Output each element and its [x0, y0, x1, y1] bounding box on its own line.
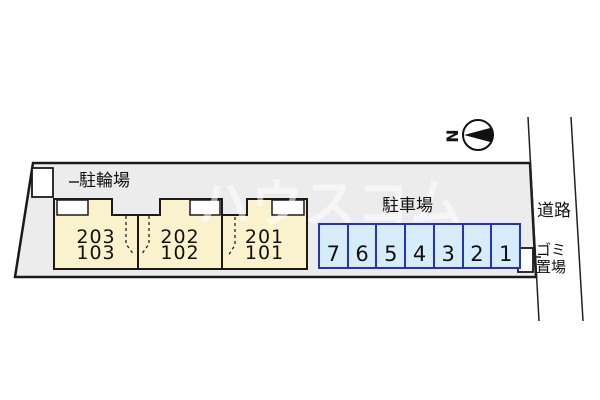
unit-number-lower: 103 — [76, 242, 116, 264]
north-compass: N — [443, 119, 494, 151]
stall-number: 4 — [412, 242, 427, 266]
stall-number: 5 — [384, 242, 398, 266]
building-unit-201-101 — [221, 198, 308, 270]
unit-label-202-102: 202 102 — [138, 221, 222, 269]
unit-label-201-101: 201 101 — [222, 221, 307, 269]
unit-number-lower: 101 — [244, 242, 285, 264]
stall-number: 3 — [441, 242, 455, 266]
stall-number: 2 — [470, 242, 484, 266]
bicycle-parking-label: 駐輪場 — [79, 171, 130, 191]
parking-stall-2: 2 — [461, 223, 493, 269]
parking-stall-4: 4 — [404, 223, 435, 269]
car-parking-label: 駐車場 — [382, 196, 433, 216]
parking-stall-3: 3 — [432, 223, 464, 269]
roof-inset-2 — [189, 199, 221, 216]
stall-number: 1 — [498, 242, 513, 266]
garbage-area-label: ゴミ 置場 — [536, 242, 566, 276]
building-unit-202-102 — [137, 198, 223, 270]
unit-number-lower: 102 — [160, 242, 200, 264]
parking-stall-5: 5 — [375, 223, 407, 269]
garbage-label-line2: 置場 — [536, 258, 567, 276]
entrance-dashed-1a — [125, 216, 135, 256]
unit-number-upper: 201 — [244, 226, 285, 248]
parking-stall-7: 7 — [318, 223, 349, 269]
stall-number: 6 — [355, 242, 369, 266]
unit-label-203-103: 203 103 — [54, 221, 138, 269]
compass-arrow-icon — [464, 127, 492, 143]
parking-stall-1: 1 — [490, 223, 522, 269]
compass-north-letter: N — [443, 129, 462, 142]
roof-inset-3 — [271, 199, 305, 216]
road-edge-left — [527, 116, 540, 322]
parking-stall-6: 6 — [346, 223, 378, 269]
parking-stall-row: 7 6 5 4 3 2 1 — [318, 223, 522, 269]
unit-number-upper: 203 — [76, 226, 116, 248]
garbage-label-line1: ゴミ — [536, 241, 567, 259]
entrance-dashed-2 — [227, 217, 236, 257]
roof-inset-1 — [56, 199, 89, 216]
entrance-dashed-1b — [140, 216, 150, 256]
stall-number: 7 — [326, 242, 341, 266]
bicycle-parking-box — [31, 167, 54, 198]
road-edge-right — [570, 116, 584, 322]
unit-number-upper: 202 — [160, 226, 200, 248]
road-label: 道路 — [537, 201, 571, 221]
